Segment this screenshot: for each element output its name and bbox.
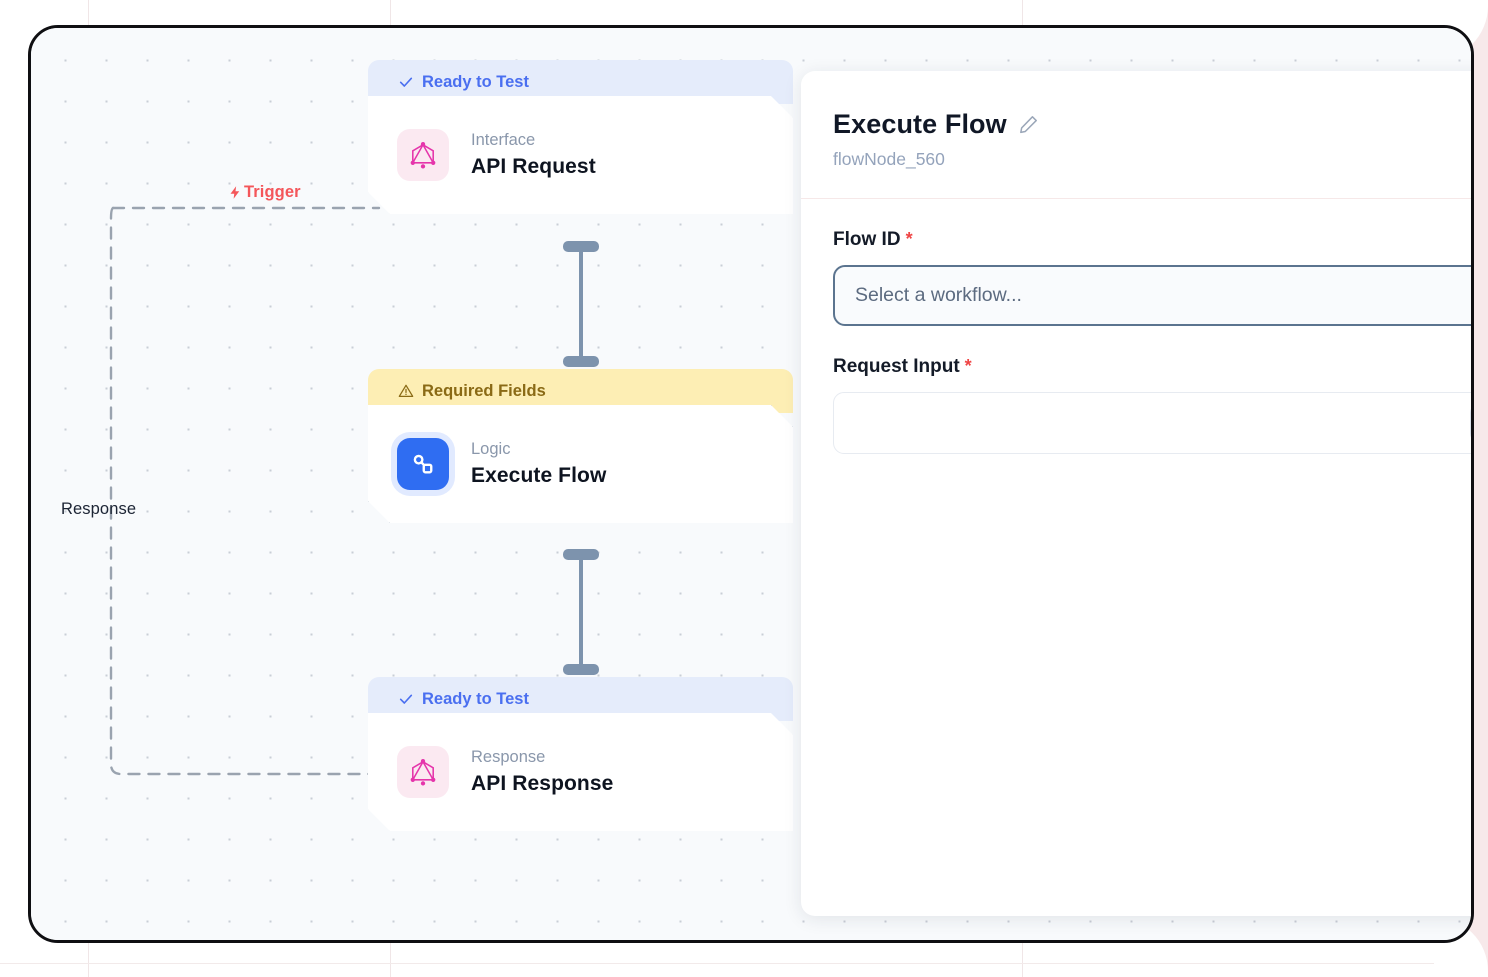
node-title: Execute Flow — [471, 464, 607, 487]
background-guide-line — [0, 963, 1488, 964]
panel-divider — [801, 198, 1471, 199]
flow-canvas[interactable]: Trigger Response Ready to Test — [31, 28, 1471, 940]
panel-header: Execute Flow — [833, 109, 1471, 140]
node-kind: Logic — [471, 440, 511, 458]
node-body[interactable]: Interface API Request — [368, 96, 793, 214]
required-marker: * — [964, 356, 972, 376]
connector-line[interactable] — [579, 246, 583, 361]
node-title: API Response — [471, 772, 614, 795]
edge-label-response: Response — [61, 500, 137, 518]
request-input-wrapper: E — [833, 392, 1471, 454]
request-input-field[interactable] — [833, 392, 1471, 454]
page-title: Execute Flow — [833, 109, 1007, 139]
node-status-label: Ready to Test — [422, 689, 529, 708]
node-kind: Response — [471, 748, 546, 766]
node-execute-flow[interactable]: Required Fields Logic — [368, 369, 793, 523]
edge-label-trigger-text: Trigger — [244, 183, 301, 201]
edge-response-path — [109, 206, 381, 776]
field-label: Request Input * — [833, 356, 1471, 378]
node-id-label: flowNode_560 — [833, 149, 945, 169]
node-kind: Interface — [471, 131, 536, 149]
flow-id-select[interactable]: Select a workflow... — [833, 265, 1471, 326]
node-body[interactable]: Logic Execute Flow — [368, 405, 793, 523]
required-marker: * — [905, 229, 913, 249]
flow-editor-window: Trigger Response Ready to Test — [28, 25, 1474, 943]
connector-cap-bottom — [563, 356, 599, 367]
pencil-icon[interactable] — [1018, 114, 1039, 135]
node-body[interactable]: Response API Response — [368, 713, 793, 831]
connector-line[interactable] — [579, 554, 583, 669]
field-label-text: Flow ID — [833, 229, 901, 250]
lightning-bolt-icon — [230, 186, 240, 199]
edge-label-trigger: Trigger — [228, 183, 301, 202]
node-api-request[interactable]: Ready to Test — [368, 60, 793, 214]
node-status-label: Ready to Test — [422, 72, 529, 91]
flow-id-select-placeholder: Select a workflow... — [855, 284, 1022, 306]
check-icon — [399, 77, 413, 87]
field-label-text: Request Input — [833, 356, 960, 377]
connector-cap-bottom — [563, 664, 599, 675]
graphql-icon — [397, 129, 449, 181]
field-request-input: Request Input * E — [833, 356, 1471, 454]
node-api-response[interactable]: Ready to Test — [368, 677, 793, 831]
graphql-icon — [397, 746, 449, 798]
request-input-edit-button[interactable]: E — [1469, 403, 1471, 443]
node-title: API Request — [471, 155, 596, 178]
check-icon — [399, 694, 413, 704]
node-status-label: Required Fields — [422, 381, 546, 400]
field-label: Flow ID * — [833, 229, 1471, 251]
warning-triangle-icon — [398, 384, 414, 397]
workflow-nodes-icon — [397, 438, 449, 490]
node-inspector-panel: Execute Flow flowNode_560 Flow ID * Sele… — [801, 71, 1471, 916]
field-flow-id: Flow ID * Select a workflow... — [833, 229, 1471, 326]
